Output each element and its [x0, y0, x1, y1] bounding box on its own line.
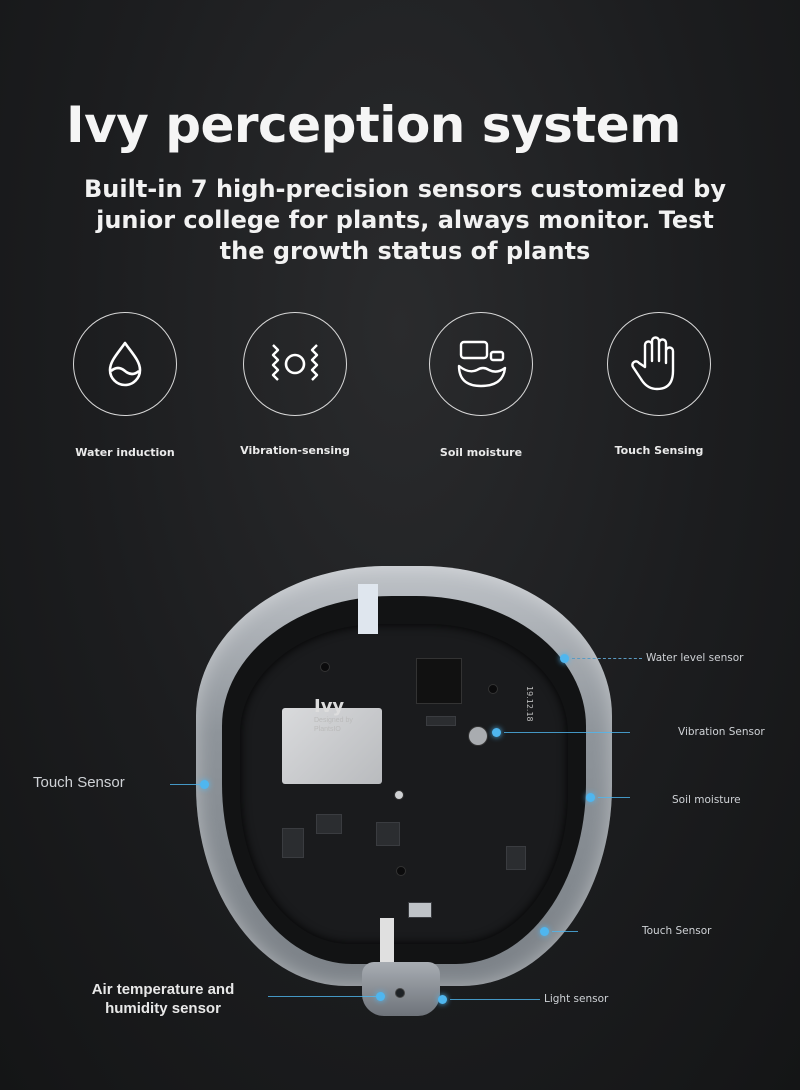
- callout-light: Light sensor: [544, 993, 609, 1005]
- sensor-marker: [376, 992, 385, 1001]
- buzzer: [468, 726, 488, 746]
- screw-hole: [488, 684, 498, 694]
- chip: [316, 814, 342, 834]
- callout-line: [504, 732, 630, 733]
- device-brand: Ivy: [314, 696, 345, 717]
- vibration-icon: [271, 344, 319, 381]
- feature-ring: [429, 312, 533, 416]
- feature-label: Touch Sensing: [614, 444, 704, 457]
- hand-icon: [631, 336, 675, 391]
- callout-water-level: Water level sensor: [646, 652, 744, 664]
- sensor-marker: [560, 654, 569, 663]
- chip: [282, 828, 304, 858]
- screw-hole: [320, 662, 330, 672]
- callout-line: [572, 658, 642, 659]
- vibration-motor: [394, 790, 404, 800]
- device-illustration: [196, 566, 612, 1016]
- sensor-window: [362, 962, 440, 1016]
- wifi-module: [282, 708, 382, 784]
- device-version: 19.12.18: [525, 686, 534, 722]
- chip: [416, 658, 462, 704]
- feature-label: Soil moisture: [439, 446, 523, 459]
- callout-touch-left: Touch Sensor: [33, 774, 125, 791]
- ribbon-cable: [358, 584, 378, 634]
- callout-line: [450, 999, 540, 1000]
- screw-hole: [396, 866, 406, 876]
- soil-moisture-icon: [457, 340, 507, 388]
- chip: [426, 716, 456, 726]
- callout-line: [170, 784, 200, 785]
- brand-sub-line: PlantsIO: [314, 726, 341, 733]
- sensor-marker: [586, 793, 595, 802]
- water-drop-icon: [108, 341, 142, 387]
- feature-ring: [73, 312, 177, 416]
- callout-touch-right: Touch Sensor: [642, 925, 712, 937]
- callout-line: [268, 996, 376, 997]
- feature-vibration-sensing: Vibration-sensing: [220, 312, 370, 457]
- brand-sub-line: Designed by: [314, 717, 353, 724]
- sensor-marker: [438, 995, 447, 1004]
- device-brand-sub: Designed by PlantsIO: [314, 716, 353, 734]
- circuit-board: [240, 624, 568, 944]
- sensor-marker: [540, 927, 549, 936]
- sensor-marker: [200, 780, 209, 789]
- feature-water-induction: Water induction: [50, 312, 200, 459]
- page-title: Ivy perception system: [66, 96, 681, 154]
- chip: [376, 822, 400, 846]
- light-sensor-lens: [395, 988, 405, 998]
- usb-port: [408, 902, 432, 918]
- page-subtitle: Built-in 7 high-precision sensors custom…: [83, 175, 726, 265]
- feature-label: Water induction: [75, 446, 175, 459]
- feature-ring: [243, 312, 347, 416]
- callout-line: [598, 797, 630, 798]
- callout-vibration: Vibration Sensor: [678, 726, 765, 738]
- feature-ring: [607, 312, 711, 416]
- feature-soil-moisture: Soil moisture: [406, 312, 556, 459]
- feature-label: Vibration-sensing: [240, 444, 350, 457]
- callout-soil: Soil moisture: [672, 794, 741, 806]
- callout-line: [552, 931, 578, 932]
- feature-touch-sensing: Touch Sensing: [584, 312, 734, 457]
- sensor-marker: [492, 728, 501, 737]
- callout-air: Air temperature and humidity sensor: [91, 981, 235, 1017]
- chip: [506, 846, 526, 870]
